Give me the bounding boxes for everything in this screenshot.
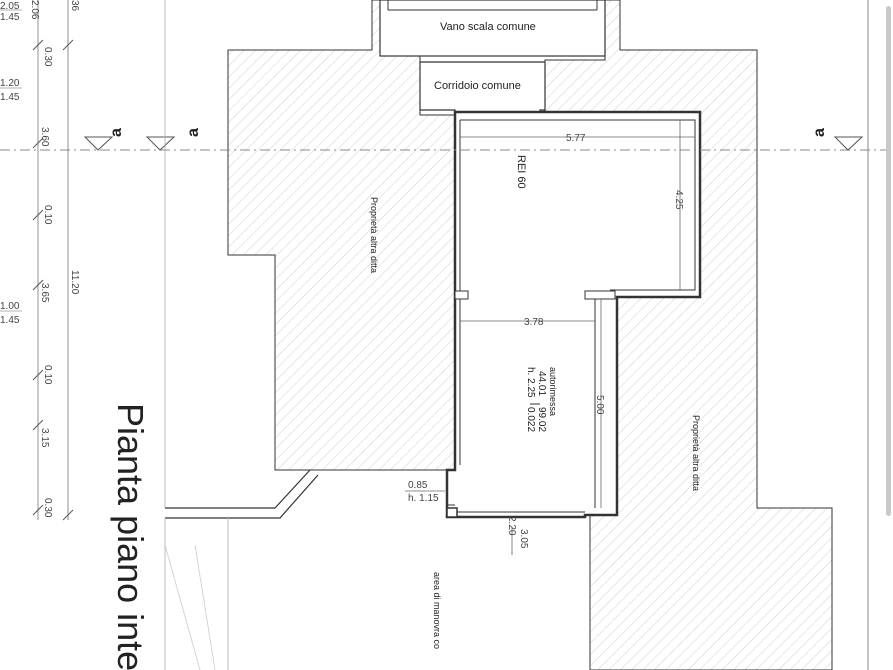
garage-height-b: 0.022 xyxy=(525,407,536,432)
left-axis-label: 36 xyxy=(69,0,80,12)
section-marker-3: a xyxy=(811,128,864,151)
section-marker-2: a xyxy=(145,128,202,151)
dim-right-height: 4.25 xyxy=(673,190,684,210)
garage-height-a: h. 2.25 xyxy=(525,367,536,398)
garage-name: autorimessa xyxy=(548,367,558,416)
other-property-right-label: Proprietà altra ditta xyxy=(691,415,701,491)
rei-label: REI 60 xyxy=(515,155,527,189)
svg-text:a: a xyxy=(811,128,828,137)
left-axis-label: 2.05 xyxy=(0,1,20,12)
corridor-label: Corridoio comune xyxy=(434,80,521,92)
garage-area-a: 44.01 xyxy=(536,371,547,396)
left-axis-label: 0.30 xyxy=(42,498,53,518)
left-axis-label: 0.30 xyxy=(42,47,53,67)
stair-room xyxy=(379,0,606,57)
drawing-title: Pianta piano inter xyxy=(110,403,151,670)
dim-door-height: h. 1.15 xyxy=(408,493,439,504)
other-property-left-label: Proprietà altra ditta xyxy=(369,197,379,273)
garage-area-b: 99.02 xyxy=(536,407,547,432)
maneuver-area-label: area di manovra co xyxy=(432,572,442,649)
left-axis-label: 3.15 xyxy=(39,428,50,448)
left-axis-label: 1.45 xyxy=(0,315,20,326)
left-axis-label: 0.10 xyxy=(42,365,53,385)
dim-top-width: 5.77 xyxy=(566,133,586,144)
svg-text:a: a xyxy=(185,128,202,137)
section-marker-1: a xyxy=(83,128,125,151)
dim-garage-width: 3.78 xyxy=(524,317,544,328)
stair-label: Vano scala comune xyxy=(440,21,536,33)
left-axis-label: 3.60 xyxy=(39,127,50,147)
dim-bottom-a: 3.05 xyxy=(518,529,529,549)
dim-garage-depth: 5.00 xyxy=(594,395,605,415)
left-axis-ticks xyxy=(32,39,74,521)
left-axis-label: 1.00 xyxy=(0,301,20,312)
left-axis-label: 1.45 xyxy=(0,92,20,103)
garage-room xyxy=(445,110,702,519)
vertical-scrollbar[interactable] xyxy=(885,0,891,670)
left-axis-label: 2.06 xyxy=(29,0,40,20)
dim-door-width: 0.85 xyxy=(408,480,428,491)
left-axis-label: 1.20 xyxy=(0,78,20,89)
svg-text:a: a xyxy=(108,128,125,137)
left-axis-label: 3.65 xyxy=(39,283,50,303)
left-axis-label: 1.45 xyxy=(0,12,20,23)
left-axis-label: 0.10 xyxy=(42,205,53,225)
other-property-left-area xyxy=(227,0,456,471)
dim-bottom-b: 2.20 xyxy=(506,516,517,536)
scrollbar-thumb[interactable] xyxy=(886,6,891,516)
left-axis-label: 11.20 xyxy=(69,270,80,295)
